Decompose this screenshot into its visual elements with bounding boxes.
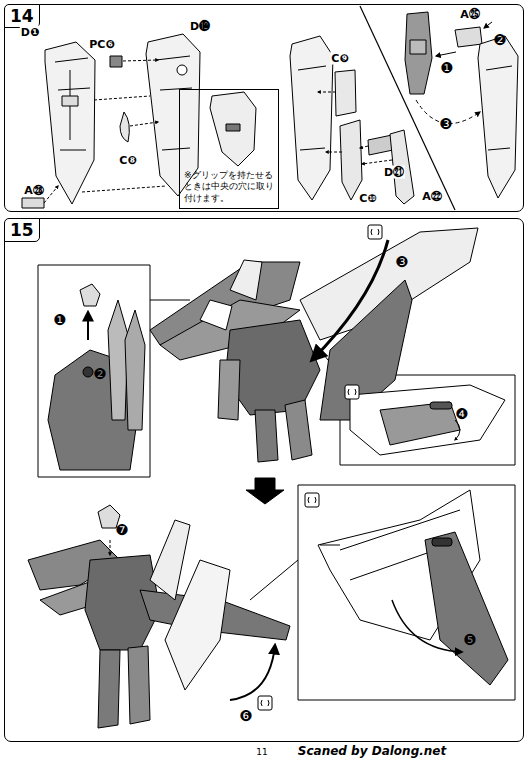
- watermark: Scaned by Dalong.net: [297, 744, 447, 758]
- part-d1: [45, 42, 95, 204]
- callout-number: ❺: [462, 631, 477, 649]
- part-name: PC❻: [88, 38, 115, 51]
- step-panel: 14 ※グリップを持たせるときは中央の穴に取り付けます。: [4, 4, 524, 212]
- callout-number: ❻: [238, 707, 253, 725]
- part-name: C❿: [358, 192, 377, 205]
- part-shield: [290, 36, 333, 200]
- callout-number: ❼: [114, 521, 129, 539]
- part-name: D⓬: [189, 20, 211, 33]
- callout-number: ❶: [439, 59, 454, 77]
- part-name: C❽: [118, 154, 137, 167]
- callout-number: ❶: [52, 311, 67, 329]
- callout-number: ❷: [92, 365, 107, 383]
- part-name: C❾: [330, 52, 349, 65]
- part-name: D❶: [20, 26, 40, 39]
- arm: [405, 12, 432, 94]
- part-name: A㉕: [459, 8, 481, 21]
- step-number: 15: [4, 218, 40, 242]
- page-number: 11: [255, 747, 268, 757]
- part-name: A㉒: [421, 190, 443, 203]
- callout-number: ❸: [394, 253, 409, 271]
- callout-number: ❷: [492, 31, 507, 49]
- callout-number: ❸: [438, 115, 453, 133]
- step-number: 14: [4, 4, 40, 28]
- step-panel: 15: [4, 218, 524, 742]
- part-name: D㉑: [383, 166, 405, 179]
- callout-number: ❹: [454, 405, 469, 423]
- note-inset: ※グリップを持たせるときは中央の穴に取り付けます。: [179, 89, 279, 209]
- flap: [425, 532, 508, 685]
- part-name: A㉘: [23, 184, 45, 197]
- note-text: ※グリップを持たせるときは中央の穴に取り付けます。: [184, 170, 276, 204]
